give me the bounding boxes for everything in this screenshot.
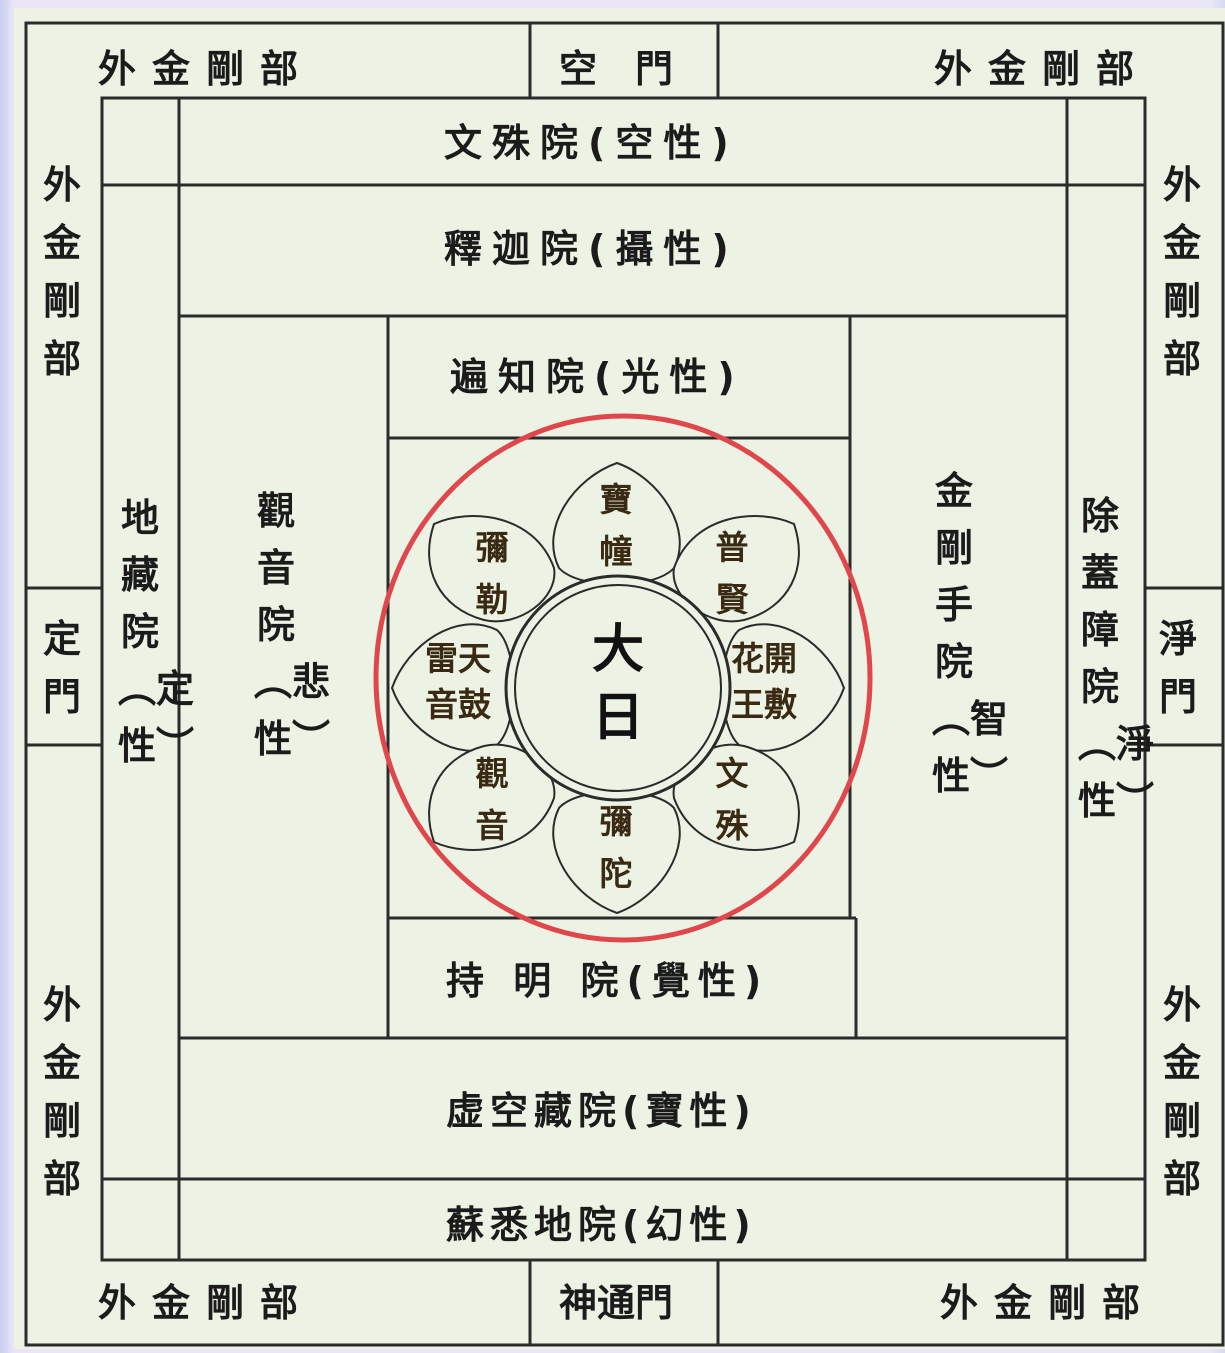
petal-bottom-right-label: 文殊 bbox=[715, 754, 749, 845]
center-circle-outer bbox=[504, 574, 732, 802]
petal-bottom-left-label: 觀音 bbox=[475, 754, 509, 845]
petal-bottom-label: 彌陀 bbox=[599, 802, 633, 893]
lotus-petals bbox=[390, 461, 846, 915]
inner-frame bbox=[100, 96, 1147, 1262]
court-akasagarbha: 虚空藏院(寶性) bbox=[446, 1089, 757, 1133]
bottom-gate-label: 神通門 bbox=[559, 1281, 674, 1325]
court-ksitigarbha: 地藏院︵定性︶ bbox=[118, 496, 195, 768]
court-avalokita: 觀音院︵悲性︶ bbox=[254, 489, 331, 761]
left-gate-label: 定門 bbox=[42, 617, 81, 719]
petal-top-left-label: 彌勒 bbox=[475, 528, 509, 619]
court-vajrapani: 金剛手院︵智性︶ bbox=[932, 469, 1009, 798]
petal-top-right-label: 普賢 bbox=[715, 528, 749, 619]
court-susiddhi: 蘇悉地院(幻性) bbox=[446, 1203, 757, 1247]
center-circle-inner bbox=[514, 584, 722, 792]
court-manjushri: 文殊院(空性) bbox=[444, 121, 739, 165]
outer-left-lower-label: 外金剛部 bbox=[42, 983, 81, 1201]
outer-left-upper-label: 外金剛部 bbox=[42, 163, 81, 381]
outer-top-left-label: 外金剛部 bbox=[98, 47, 315, 91]
mandala-grid-lines bbox=[24, 21, 1225, 1347]
outer-bottom-left-label: 外金剛部 bbox=[98, 1281, 315, 1325]
petal-left-label: 雷天音鼓 bbox=[425, 639, 491, 724]
highlight-circle bbox=[373, 413, 873, 943]
outer-top-right-label: 外金剛部 bbox=[934, 47, 1151, 91]
court-pervasive: 遍知院(光性) bbox=[450, 355, 745, 399]
petal-right-label: 花開王敷 bbox=[731, 639, 797, 724]
outer-frame bbox=[24, 21, 1225, 1347]
court-sarvanivarana: 除蓋障院︵淨性︶ bbox=[1078, 494, 1155, 823]
right-gate-label: 淨門 bbox=[1158, 617, 1197, 719]
petal-top-left bbox=[428, 515, 556, 623]
court-shakya: 釋迦院(攝性) bbox=[444, 227, 739, 271]
outer-right-upper-label: 外金剛部 bbox=[1162, 163, 1201, 381]
outer-bottom-right-label: 外金剛部 bbox=[940, 1281, 1157, 1325]
petal-top-label: 寶幢 bbox=[599, 480, 633, 571]
court-vidyadhara: 持 明 院(覺性) bbox=[446, 959, 770, 1003]
outer-right-lower-label: 外金剛部 bbox=[1162, 983, 1201, 1201]
top-gate-label: 空 門 bbox=[559, 47, 674, 91]
lotus-center-label: 大日 bbox=[591, 620, 644, 748]
mandala-board: 外金剛部 空 門 外金剛部 外金剛部 神通門 外金剛部 外金剛部 定門 外金剛部… bbox=[14, 8, 1225, 1349]
